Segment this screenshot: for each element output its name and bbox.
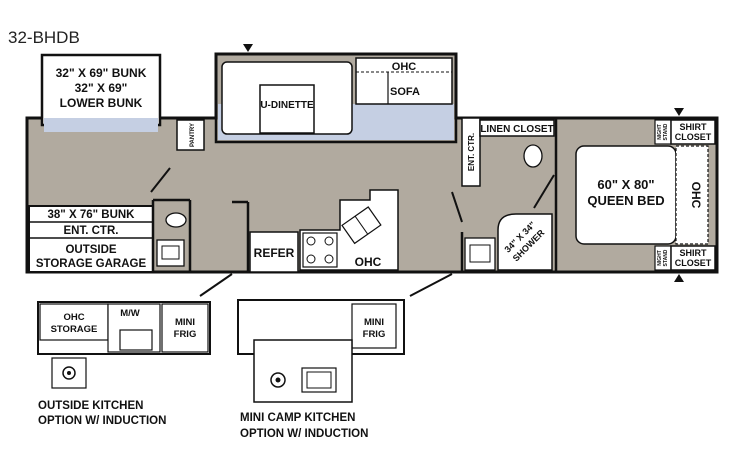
shirt-closet-bot-1: SHIRT bbox=[680, 248, 708, 258]
ent-ctr-mid-label: ENT. CTR. bbox=[467, 133, 476, 171]
outside-mini-frig-2: FRIG bbox=[174, 329, 197, 340]
ent-ctr-mid bbox=[461, 117, 481, 187]
ohc-storage-label-2: STORAGE bbox=[51, 324, 98, 335]
refer bbox=[249, 231, 299, 273]
shirt-closet-top-1: SHIRT bbox=[680, 122, 708, 132]
night-stand-top-2: STAND bbox=[663, 123, 669, 140]
bunk-lower-block bbox=[28, 205, 154, 273]
bunk-lower-label: 38" X 76" BUNK bbox=[48, 209, 136, 221]
camp-kitchen-caption-2: OPTION W/ INDUCTION bbox=[240, 428, 368, 440]
shirt-closet-bot-2: CLOSET bbox=[675, 258, 712, 268]
bedroom bbox=[575, 119, 716, 271]
door-marker-rear-top bbox=[674, 108, 684, 116]
mw-label: M/W bbox=[120, 308, 140, 319]
front-bath bbox=[150, 167, 192, 272]
camp-kitchen-option bbox=[237, 299, 405, 403]
rear-bath bbox=[460, 118, 558, 272]
garage-label-2: STORAGE GARAGE bbox=[36, 258, 147, 270]
camp-mini-frig-1: MINI bbox=[364, 317, 384, 328]
night-stand-top-1: NIGHT bbox=[657, 124, 663, 140]
model-name: 32-BHDB bbox=[8, 28, 80, 47]
pantry-label: PANTRY bbox=[190, 123, 196, 147]
bunk-upper-label-3: LOWER BUNK bbox=[60, 96, 143, 110]
ohc-slide-label: OHC bbox=[392, 61, 417, 73]
outside-mini-frig-1: MINI bbox=[175, 317, 195, 328]
dinette-label: U-DINETTE bbox=[260, 100, 314, 111]
shirt-closet-top-2: CLOSET bbox=[675, 132, 712, 142]
camp-kitchen-caption-1: MINI CAMP KITCHEN bbox=[240, 412, 355, 424]
slide-out bbox=[214, 52, 458, 144]
garage-label-1: OUTSIDE bbox=[65, 244, 116, 256]
door-marker-rear-bottom bbox=[674, 274, 684, 282]
sofa-label: SOFA bbox=[390, 86, 420, 98]
kitchen bbox=[299, 189, 399, 271]
outside-kitchen-caption-2: OPTION W/ INDUCTION bbox=[38, 415, 166, 427]
outside-kitchen-option bbox=[37, 301, 211, 389]
ohc-bed-label: OHC bbox=[689, 182, 703, 209]
pantry bbox=[176, 119, 205, 151]
linen-closet-label: LINEN CLOSET bbox=[480, 124, 553, 135]
bed-label-1: 60" X 80" bbox=[597, 177, 654, 192]
camp-mini-frig-2: FRIG bbox=[363, 329, 386, 340]
ohc-kitchen-label: OHC bbox=[355, 255, 382, 269]
bed-label-2: QUEEN BED bbox=[587, 193, 664, 208]
ohc-storage-label-1: OHC bbox=[63, 312, 84, 323]
bunk-upper-label-1: 32" X 69" BUNK bbox=[56, 66, 147, 80]
outside-kitchen-caption-1: OUTSIDE KITCHEN bbox=[38, 400, 143, 412]
refer-label: REFER bbox=[254, 246, 295, 260]
ent-ctr-left-label: ENT. CTR. bbox=[64, 225, 119, 237]
night-stand-bot-1: NIGHT bbox=[657, 250, 663, 266]
night-stand-bot-2: STAND bbox=[663, 249, 669, 266]
bunk-upper-label-2: 32" X 69" bbox=[75, 81, 128, 95]
bunk-upper bbox=[40, 53, 162, 132]
door-marker-top bbox=[243, 44, 253, 52]
